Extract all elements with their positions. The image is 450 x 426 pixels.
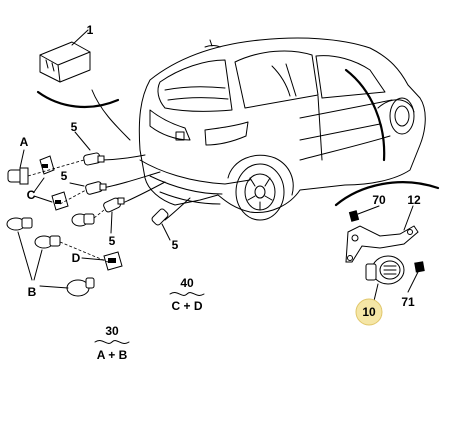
label-part-1: 1 [87,23,94,37]
kit-30-brace [94,340,130,344]
sensor-bracket-A [7,149,29,185]
car-illustration [138,37,426,221]
kit-30-contents: A + B [97,348,128,362]
spacer-5a [83,152,105,166]
kit-40-number: 40 [180,276,194,290]
buzzer-callout [334,68,440,306]
label-part-D: D [72,251,81,265]
clip-D [103,251,123,271]
label-part-5a: 5 [71,120,78,134]
clip-C-lower [51,191,69,211]
sensor-B-3 [71,213,95,227]
dashed-guides [27,159,109,263]
label-part-5c: 5 [109,234,116,248]
label-part-12: 12 [407,193,421,207]
clip-C-upper [39,155,55,175]
label-part-B: B [28,285,37,299]
kit-30-number: 30 [105,324,119,338]
kit-40-contents: C + D [171,299,202,313]
kit-40-brace [169,292,205,296]
label-part-5d: 5 [172,238,179,252]
spacer-5d [151,208,169,226]
highlight-part-10 [355,298,383,326]
label-part-70: 70 [372,193,386,207]
sensor-B-1 [6,217,33,231]
label-part-A: A [20,135,29,149]
sensor-B-2 [34,235,61,249]
label-part-10: 10 [362,305,376,319]
label-part-C: C [27,188,36,202]
sensor-B-4 [66,277,95,297]
spacer-5c [103,197,125,213]
label-part-71: 71 [401,295,415,309]
spacer-5b [85,181,107,195]
part-1-control-unit [36,29,131,141]
label-part-5b: 5 [61,169,68,183]
